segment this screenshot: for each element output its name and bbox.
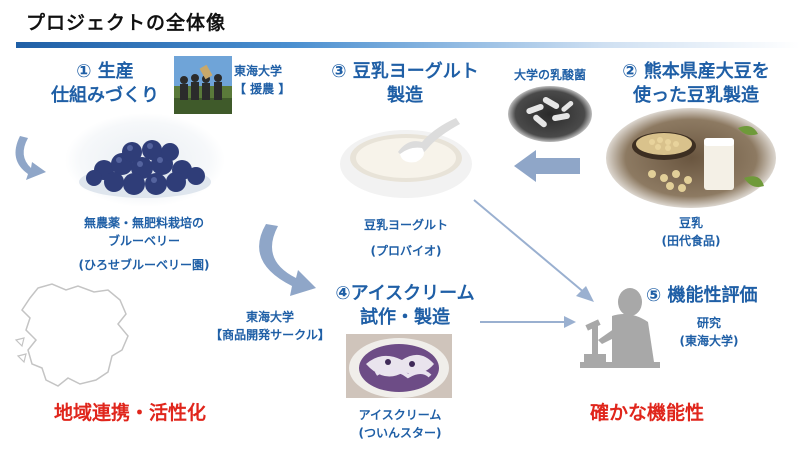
step3-heading: ③ 豆乳ヨーグルト 製造	[316, 60, 494, 108]
step4-heading-line2: 試作・製造	[360, 307, 450, 328]
bacteria-label: 大学の乳酸菌	[513, 68, 586, 82]
step1-heading: ① 生産 仕組みづくり	[30, 60, 180, 108]
step5-caption-line1: 研究	[696, 316, 721, 330]
step5-heading: ⑤ 機能性評価	[646, 285, 758, 306]
step1-heading-line1: ① 生産	[76, 61, 134, 82]
step5-caption-line2: (東海大学)	[679, 334, 739, 348]
step3-caption-line2: (プロバイオ)	[370, 244, 442, 258]
step1-caption-line2: ブルーベリー	[107, 234, 180, 248]
outcome-regional: 地域連携・活性化	[54, 402, 207, 424]
step1-partner-line1: 東海大学	[234, 64, 283, 78]
step3-caption: 豆乳ヨーグルト (プロバイオ)	[338, 216, 474, 260]
yogurt-photo	[338, 112, 474, 200]
step3-heading-line1: ③ 豆乳ヨーグルト	[331, 61, 479, 82]
step4-caption-line2: (ついんスター)	[358, 426, 442, 440]
arrow-icecream-to-evaluation	[478, 314, 578, 330]
kumamoto-map	[8, 280, 138, 392]
step2-heading: ② 熊本県産大豆を 使った豆乳製造	[600, 60, 792, 108]
cycle-arrow-left	[6, 130, 66, 190]
arrow-blueberry-to-icecream	[226, 222, 326, 308]
step4-caption-line1: アイスクリーム	[358, 408, 442, 422]
step1-caption-line1: 無農薬・無肥料栽培の	[83, 216, 204, 230]
step1-partner: 東海大学 【 援農 】	[234, 62, 314, 98]
page-title: プロジェクトの全体像	[26, 12, 227, 34]
step2-heading-line1: ② 熊本県産大豆を	[622, 61, 770, 82]
step2-caption-line1: 豆乳	[678, 216, 703, 230]
blueberry-photo	[64, 112, 226, 208]
step4-partner-line1: 東海大学	[245, 310, 294, 324]
step2-heading-line2: 使った豆乳製造	[633, 85, 759, 106]
step3-heading-line2: 製造	[387, 85, 423, 106]
icecream-photo	[346, 334, 452, 398]
arrow-yogurt-to-evaluation	[470, 196, 600, 306]
step1-caption: 無農薬・無肥料栽培の ブルーベリー (ひろせブルーベリー園)	[44, 214, 244, 274]
step1-heading-line2: 仕組みづくり	[51, 85, 159, 106]
arrow-soymilk-to-yogurt	[514, 148, 580, 184]
step4-partner-line2: 【商品開発サークル】	[210, 328, 330, 342]
step4-caption: アイスクリーム (ついんスター)	[330, 406, 470, 442]
step1-partner-line2: 【 援農 】	[234, 82, 291, 96]
title-underline	[16, 42, 800, 48]
step1-caption-line3: (ひろせブルーベリー園)	[78, 258, 210, 272]
step4-heading: ④アイスクリーム 試作・製造	[314, 282, 496, 330]
group-photo	[174, 56, 232, 114]
step2-caption: 豆乳 (田代食品)	[618, 214, 764, 250]
soymilk-photo	[606, 108, 776, 208]
outcome-functionality: 確かな機能性	[590, 402, 705, 424]
researcher-silhouette	[572, 282, 664, 378]
step3-caption-line1: 豆乳ヨーグルト	[363, 218, 448, 232]
step4-heading-line1: ④アイスクリーム	[335, 283, 475, 304]
bacteria-photo	[508, 86, 592, 142]
step2-caption-line2: (田代食品)	[661, 234, 721, 248]
step4-partner: 東海大学 【商品開発サークル】	[200, 308, 340, 344]
step5-caption: 研究 (東海大学)	[654, 314, 764, 350]
